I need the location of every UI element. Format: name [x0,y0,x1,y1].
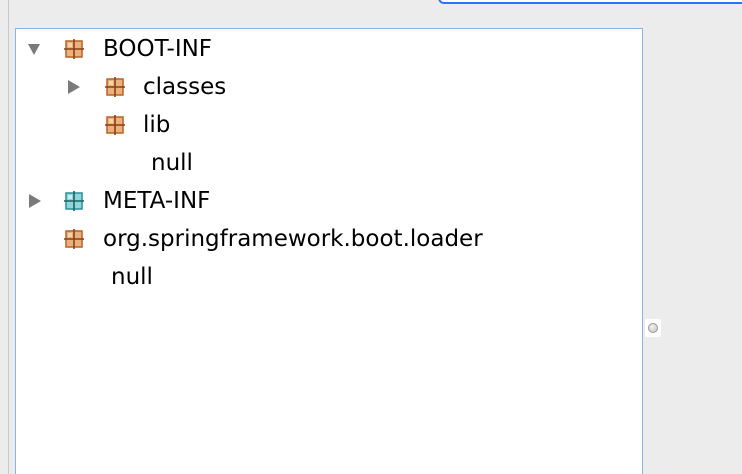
tree-node-label: classes [143,74,227,100]
expanded-triangle-icon[interactable] [26,41,42,57]
tree-node-label: org.springframework.boot.loader [103,226,483,252]
tree-node-lib[interactable]: lib [16,106,636,144]
package-icon [63,228,85,250]
scroll-knob[interactable] [645,319,661,337]
window-edge-divider [8,0,9,474]
tree-node-label: lib [143,112,171,138]
package-icon [104,76,126,98]
package-icon [63,190,85,212]
tree-node-label: BOOT-INF [103,36,213,62]
collapsed-triangle-icon[interactable] [65,79,81,95]
tree-node-label: null [111,264,153,290]
package-icon [104,114,126,136]
focused-input-edge[interactable] [438,0,742,4]
package-tree[interactable]: BOOT-INF classes [15,28,643,474]
tree-node-org-springframework-boot-loader[interactable]: org.springframework.boot.loader [16,220,636,258]
tree-node-boot-inf[interactable]: BOOT-INF [16,30,636,68]
knob-dot-icon [648,323,658,333]
tree-node-label: null [151,150,193,176]
collapsed-triangle-icon[interactable] [26,193,42,209]
tree-node-classes[interactable]: classes [16,68,636,106]
package-icon [63,38,85,60]
tree-node-meta-inf[interactable]: META-INF [16,182,636,220]
tree-node-null[interactable]: null [16,258,636,296]
tree-node-null[interactable]: null [16,144,636,182]
tree-node-label: META-INF [103,188,211,214]
